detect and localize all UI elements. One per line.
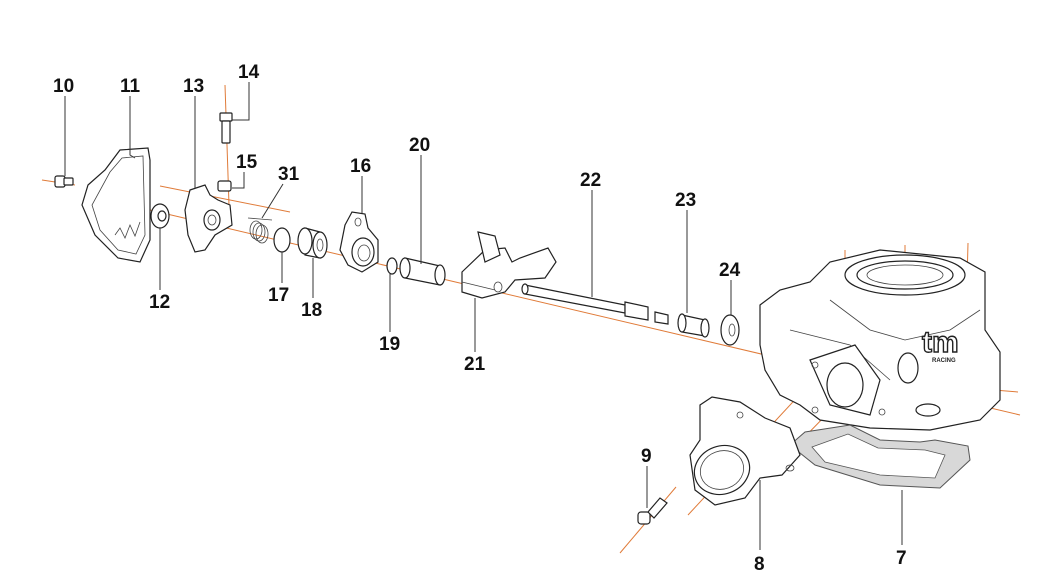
- part-7-base-gasket[interactable]: [789, 424, 971, 489]
- callout-8: 8: [754, 554, 765, 575]
- part-11-valve-cover[interactable]: [81, 147, 151, 263]
- part-13-valve-lever[interactable]: [184, 184, 233, 253]
- callout-11: 11: [120, 76, 141, 97]
- callout-20: 20: [409, 135, 430, 156]
- part-15-nut[interactable]: [217, 180, 232, 192]
- part-18-roller[interactable]: [297, 227, 328, 259]
- part-19-o-ring[interactable]: [386, 257, 398, 275]
- callout-31: 31: [278, 164, 300, 185]
- callout-13: 13: [183, 76, 204, 97]
- part-17-circlip[interactable]: [273, 227, 291, 253]
- svg-text:RACING: RACING: [932, 358, 956, 364]
- callout-22: 22: [580, 170, 601, 191]
- callout-labels: 10 11 13 14 15 31 12 17 18 16 19 20 21 2…: [53, 62, 907, 575]
- callout-10: 10: [53, 76, 74, 97]
- callout-23: 23: [675, 190, 696, 211]
- cylinder[interactable]: tm RACING: [759, 249, 1001, 431]
- svg-text:tm: tm: [922, 326, 959, 359]
- callout-16: 16: [350, 156, 371, 177]
- callout-17: 17: [268, 285, 289, 306]
- part-22-valve-shaft[interactable]: [521, 283, 669, 325]
- leader-lines: [64, 82, 903, 550]
- brand-logo: tm RACING: [921, 325, 959, 364]
- callout-7: 7: [896, 548, 907, 569]
- callout-18: 18: [301, 300, 322, 321]
- part-10-cover-screw[interactable]: [54, 175, 74, 188]
- callout-9: 9: [641, 446, 652, 467]
- part-8-intake-manifold[interactable]: [687, 396, 801, 506]
- callout-12: 12: [149, 292, 170, 313]
- callout-24: 24: [719, 260, 741, 281]
- callout-21: 21: [464, 354, 486, 375]
- part-9-manifold-screw[interactable]: [637, 497, 668, 525]
- part-12-bushing[interactable]: [150, 203, 170, 229]
- part-14-lever-screw[interactable]: [219, 112, 233, 144]
- part-21-exhaust-valve[interactable]: [461, 231, 557, 299]
- part-20-sleeve[interactable]: [399, 257, 446, 286]
- callout-15: 15: [236, 152, 258, 173]
- part-31-spring[interactable]: [247, 217, 273, 244]
- callout-19: 19: [379, 334, 400, 355]
- part-16-flange[interactable]: [339, 211, 379, 273]
- part-24-washer[interactable]: [720, 314, 740, 346]
- part-23-spacer[interactable]: [677, 313, 710, 338]
- callout-14: 14: [238, 62, 260, 83]
